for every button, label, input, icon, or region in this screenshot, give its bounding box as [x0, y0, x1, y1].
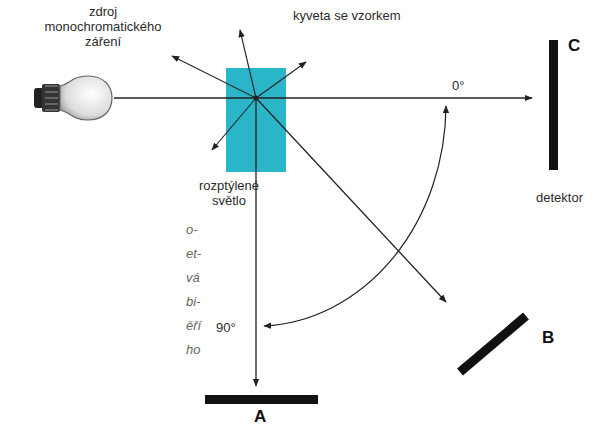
bulb-base [42, 84, 60, 112]
caption-fragment: ho [186, 342, 200, 357]
caption-fragment: ěří [186, 318, 201, 333]
caption-fragment: et- [186, 246, 201, 261]
detector-a [205, 395, 318, 404]
detector-letter: A [254, 407, 266, 426]
cuvette-label: kyveta se vzorkem [293, 8, 401, 23]
beam-diagonal [256, 98, 446, 302]
scatter-label: rozptýlené světlo [186, 178, 272, 208]
bulb-thread [45, 86, 58, 110]
detector-letter: C [568, 36, 580, 55]
sample-point [254, 96, 259, 101]
bulb-glass [60, 76, 112, 120]
light-bulb [34, 76, 112, 120]
detector-label: detektor [536, 190, 583, 205]
scatter-arrow [172, 56, 256, 98]
detector-c [549, 40, 558, 170]
scatter-arrow [256, 62, 306, 98]
source-label: zdroj monochromatického záření [36, 4, 170, 49]
detector-b [460, 316, 526, 372]
beam-90deg [255, 98, 256, 386]
angle-label: 90° [216, 320, 236, 335]
detector-letter: B [542, 328, 554, 347]
caption-fragment: o- [186, 222, 198, 237]
scatter-arrow [212, 98, 256, 150]
angle-label: 0° [452, 78, 464, 93]
caption-fragment: vá [186, 270, 200, 285]
scatter-arrow [240, 30, 256, 98]
angle-arc [264, 106, 446, 326]
caption-fragment: bi- [186, 294, 200, 309]
beam-0deg [114, 97, 532, 98]
